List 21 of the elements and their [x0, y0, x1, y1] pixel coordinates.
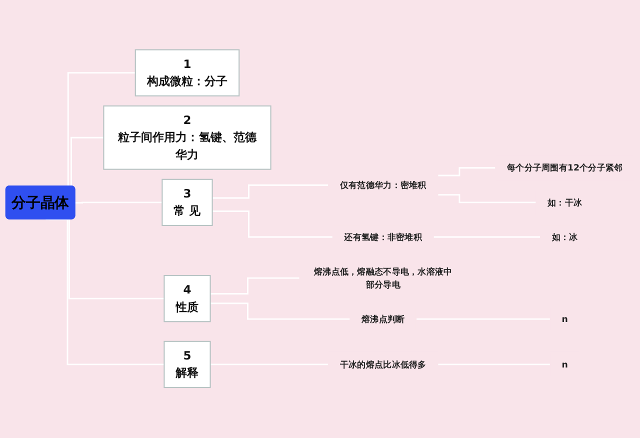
connector	[438, 168, 496, 177]
connector	[210, 303, 350, 320]
node-text: 如：冰	[552, 232, 578, 242]
node-text: 干冰的熔点比冰低得多	[340, 360, 426, 370]
node-box: 2 粒子间作用力：氢键、范德华力	[103, 106, 272, 170]
node-box: 5 解释	[164, 341, 211, 388]
node-box: 1 构成微粒：分子	[134, 50, 240, 97]
node-text: 仅有范德华力：密堆积	[340, 180, 426, 191]
connector	[438, 194, 536, 204]
node-text: 如：干冰	[548, 198, 582, 208]
connector	[46, 219, 164, 366]
connector	[212, 184, 328, 200]
node-text: n	[562, 360, 568, 370]
connector	[210, 278, 300, 295]
node-text: 还有氢键：非密堆积	[344, 232, 422, 242]
node-box: 3 常 见	[162, 179, 213, 226]
node-text: 每个分子周围有12个分子紧邻	[506, 163, 623, 174]
node-text: 熔沸点低，熔融态不导电，水溶液中部分导电	[314, 266, 452, 290]
connector	[212, 210, 333, 238]
node-text: n	[562, 314, 568, 324]
node-text: 熔沸点判断	[362, 314, 405, 324]
